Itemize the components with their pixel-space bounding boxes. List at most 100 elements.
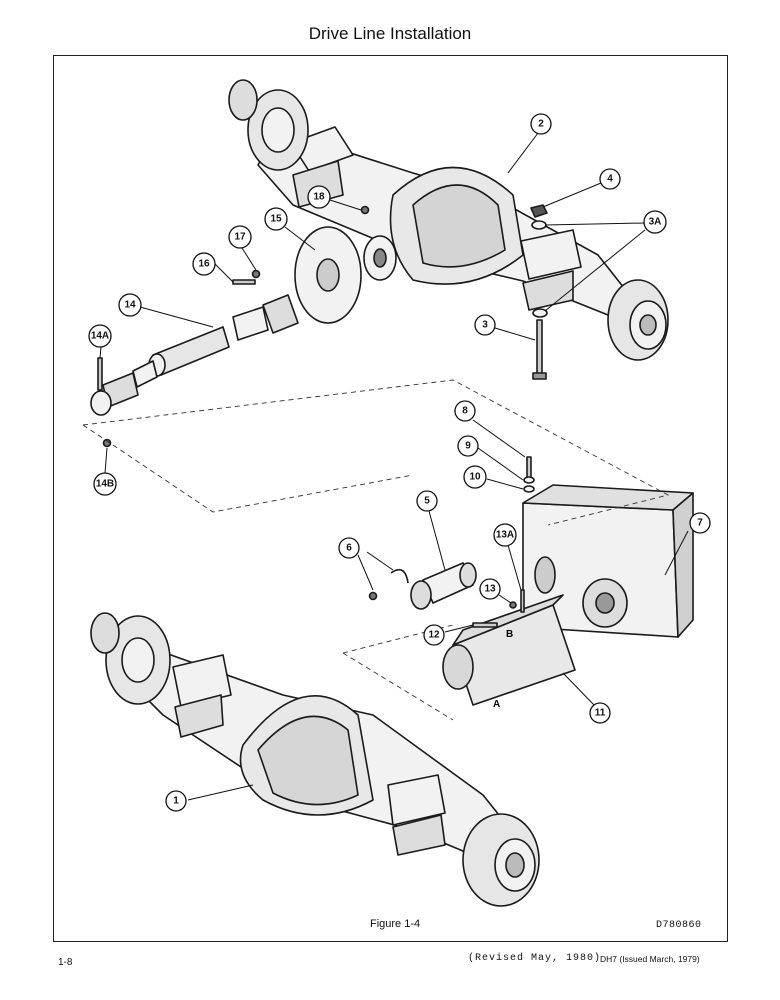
svg-text:3A: 3A bbox=[649, 217, 662, 228]
coupling-5 bbox=[410, 562, 477, 610]
leader-3a-b bbox=[544, 229, 646, 312]
port-label-b: B bbox=[506, 629, 513, 640]
leader-14a bbox=[99, 346, 102, 359]
drawing-number: D780860 bbox=[656, 920, 702, 931]
leader-13 bbox=[498, 594, 512, 604]
nut-14b bbox=[102, 438, 112, 448]
leader-12 bbox=[444, 624, 474, 633]
leader-10 bbox=[486, 478, 524, 490]
callout-3: 3 bbox=[474, 314, 496, 336]
page-number: 1-8 bbox=[58, 957, 73, 968]
callout-10: 10 bbox=[463, 465, 487, 489]
leader-16 bbox=[213, 262, 234, 283]
svg-text:4: 4 bbox=[607, 174, 613, 185]
figure-frame bbox=[53, 55, 728, 942]
leader-2 bbox=[507, 132, 539, 174]
issue-note: DH7 (Issued March, 1979) bbox=[600, 954, 700, 964]
callout-11: 11 bbox=[589, 702, 611, 724]
bolt-3 bbox=[536, 319, 543, 376]
svg-text:14B: 14B bbox=[96, 479, 114, 490]
callout-14b: 14B bbox=[93, 472, 117, 496]
leader-8 bbox=[472, 419, 526, 458]
callout-6: 6 bbox=[338, 537, 360, 559]
page-title: Drive Line Installation bbox=[308, 24, 472, 43]
callout-13a: 13A bbox=[493, 523, 517, 547]
nut-17 bbox=[251, 269, 261, 279]
callout-18: 18 bbox=[307, 185, 331, 209]
svg-text:7: 7 bbox=[697, 518, 703, 529]
callout-5: 5 bbox=[416, 490, 438, 512]
svg-text:13A: 13A bbox=[496, 530, 514, 541]
callout-3a: 3A bbox=[643, 210, 667, 234]
leader-15 bbox=[284, 226, 316, 251]
svg-text:15: 15 bbox=[270, 214, 282, 225]
leader-3 bbox=[494, 327, 536, 341]
callout-2: 2 bbox=[530, 113, 552, 135]
callout-17: 17 bbox=[228, 225, 252, 249]
leader-1 bbox=[187, 784, 254, 801]
leader-14b bbox=[104, 447, 108, 474]
svg-text:3: 3 bbox=[482, 320, 488, 331]
callout-8: 8 bbox=[454, 400, 476, 422]
washer-10 bbox=[523, 485, 535, 493]
disc-15-hub bbox=[316, 258, 340, 292]
svg-text:12: 12 bbox=[428, 630, 440, 641]
leader-3a-a bbox=[544, 222, 646, 226]
figure-caption: Figure 1-4 bbox=[370, 918, 421, 930]
leader-4 bbox=[542, 182, 602, 208]
leader-13a bbox=[507, 544, 522, 591]
svg-text:5: 5 bbox=[424, 496, 430, 507]
svg-text:18: 18 bbox=[313, 192, 325, 203]
washer-3a-upper bbox=[531, 220, 547, 230]
svg-text:14A: 14A bbox=[91, 331, 109, 342]
callout-14a: 14A bbox=[88, 324, 112, 348]
washer-3a-lower bbox=[532, 308, 548, 318]
svg-text:16: 16 bbox=[198, 259, 210, 270]
svg-text:1: 1 bbox=[173, 796, 179, 807]
bolt-3-head bbox=[532, 372, 547, 380]
callout-13: 13 bbox=[479, 578, 501, 600]
hydraulic-pump-11 bbox=[442, 594, 576, 706]
callout-12: 12 bbox=[423, 624, 445, 646]
bolt-8 bbox=[526, 456, 532, 480]
transmission-assembly bbox=[522, 484, 694, 638]
bolt-14a bbox=[97, 357, 103, 391]
drive-shaft-assembly bbox=[90, 294, 299, 416]
leader-17 bbox=[241, 247, 257, 271]
callout-9: 9 bbox=[457, 435, 479, 457]
dashed-outline-shaft bbox=[82, 379, 670, 526]
svg-text:8: 8 bbox=[462, 406, 468, 417]
leader-5 bbox=[428, 510, 446, 571]
svg-text:2: 2 bbox=[538, 119, 544, 130]
leader-9 bbox=[477, 447, 524, 481]
revision-note: (Revised May, 1980) bbox=[468, 953, 602, 964]
leader-6-b bbox=[366, 551, 394, 571]
drive-line-diagram: B A 2 4 3A 3 18 15 17 16 14 14A 14B 8 9 … bbox=[82, 79, 711, 907]
callout-7: 7 bbox=[689, 512, 711, 534]
dashed-outline-lower bbox=[82, 424, 414, 513]
port-label-a: A bbox=[493, 699, 500, 710]
svg-text:13: 13 bbox=[484, 584, 496, 595]
svg-text:14: 14 bbox=[124, 300, 136, 311]
pin-6 bbox=[390, 568, 409, 584]
rear-axle-assembly bbox=[228, 79, 669, 361]
front-axle-assembly bbox=[90, 612, 540, 907]
leader-7 bbox=[664, 530, 689, 576]
nut-18 bbox=[360, 205, 370, 215]
svg-text:11: 11 bbox=[595, 708, 606, 719]
nut-4 bbox=[530, 204, 548, 218]
callout-1: 1 bbox=[165, 790, 187, 812]
svg-text:17: 17 bbox=[234, 232, 246, 243]
leader-6-a bbox=[357, 554, 374, 591]
svg-text:9: 9 bbox=[465, 441, 471, 452]
callout-15: 15 bbox=[264, 207, 288, 231]
bolt-16 bbox=[232, 279, 256, 285]
leader-14 bbox=[139, 306, 214, 328]
callout-4: 4 bbox=[599, 168, 621, 190]
svg-text:6: 6 bbox=[346, 543, 352, 554]
leader-11 bbox=[562, 672, 596, 707]
svg-text:10: 10 bbox=[469, 472, 481, 483]
dashed-outline-pump bbox=[342, 652, 454, 721]
nut-13 bbox=[509, 601, 517, 609]
callout-16: 16 bbox=[192, 252, 216, 276]
